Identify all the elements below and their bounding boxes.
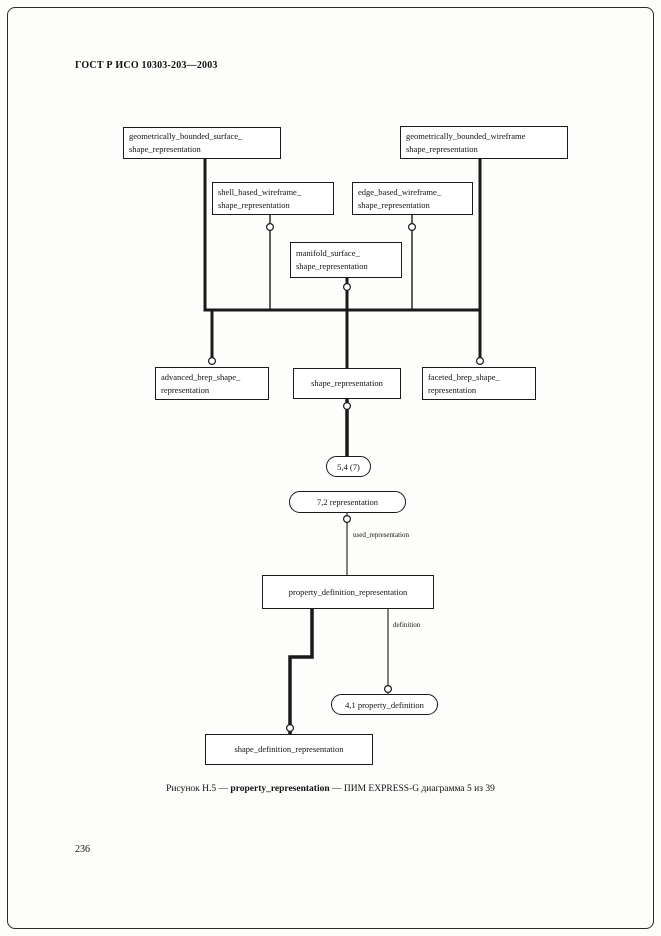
relation-circle [343, 514, 352, 523]
entity-label: edge_based_wireframe_ [358, 186, 442, 197]
entity-box-manifold-surface-shape-representation: manifold_surface_ shape_representation [290, 242, 402, 278]
entity-label: manifold_surface_ [296, 248, 360, 259]
entity-label: shape_representation [358, 199, 430, 210]
entity-label: shape_representation [296, 261, 368, 271]
entity-label: property_definition_representation [288, 586, 408, 597]
entity-label: representation [428, 384, 477, 395]
entity-label: shape_definition_representation [234, 744, 344, 755]
entity-box-edge-based-wireframe-shape-representation: edge_based_wireframe_ shape_representati… [352, 182, 473, 215]
entity-box-faceted-brep-shape-representation: faceted_brep_shape_ representation [422, 367, 536, 400]
entity-label: shape_representation [311, 378, 383, 389]
entity-label: shell_based_wireframe_ [218, 186, 302, 197]
relation-circle [408, 223, 417, 232]
page-ref-oval-7-2-representation: 7,2 representation [289, 491, 406, 513]
page-ref-oval-4-1-property-definition: 4,1 property_definition [331, 694, 438, 715]
relation-circle [286, 723, 295, 732]
relation-circle [208, 357, 217, 366]
subtype-line-bent [288, 609, 314, 734]
entity-box-shape-definition-representation: shape_definition_representation [205, 734, 373, 765]
entity-box-advanced-brep-shape-representation: advanced_brep_shape_ representation [155, 367, 269, 400]
edge-label-used-representation: used_representation [353, 531, 409, 539]
entity-box-shape-representation: shape_representation [293, 368, 401, 399]
relation-circle [343, 283, 352, 292]
entity-label: geometrically_bounded_wireframe [406, 130, 526, 141]
entity-label: shape_representation [218, 199, 290, 210]
caption-prefix: Рисунок Н.5 — [166, 784, 231, 794]
entity-label: advanced_brep_shape_ [161, 371, 241, 382]
edge-label-definition: definition [393, 621, 421, 629]
relation-circle [384, 684, 393, 693]
entity-box-geometrically-bounded-wireframe-shape-representation: geometrically_bounded_wireframe shape_re… [400, 126, 568, 159]
entity-label: shape_representation [406, 143, 478, 154]
page-number: 236 [75, 844, 90, 855]
caption-suffix: — ПИМ EXPRESS-G диаграмма 5 из 39 [329, 784, 495, 794]
entity-label: faceted_brep_shape_ [428, 371, 500, 382]
entity-label: geometrically_bounded_surface_ [129, 131, 243, 142]
caption-figure-name: property_representation [230, 784, 330, 794]
entity-box-shell-based-wireframe-shape-representation: shell_based_wireframe_ shape_representat… [212, 182, 334, 215]
relation-circle [343, 402, 352, 411]
entity-label: shape_representation [129, 144, 201, 154]
relation-circle [476, 357, 485, 366]
page-ref-oval-5-4-7: 5,4 (7) [326, 456, 371, 477]
entity-box-property-definition-representation: property_definition_representation [262, 575, 434, 609]
document-header: ГОСТ Р ИСО 10303-203—2003 [75, 60, 218, 71]
entity-box-geometrically-bounded-surface-shape-representation: geometrically_bounded_surface_ shape_rep… [123, 127, 281, 159]
entity-label: representation [161, 384, 210, 395]
relation-circle [266, 223, 275, 232]
figure-caption: Рисунок Н.5 — property_representation — … [0, 784, 661, 794]
